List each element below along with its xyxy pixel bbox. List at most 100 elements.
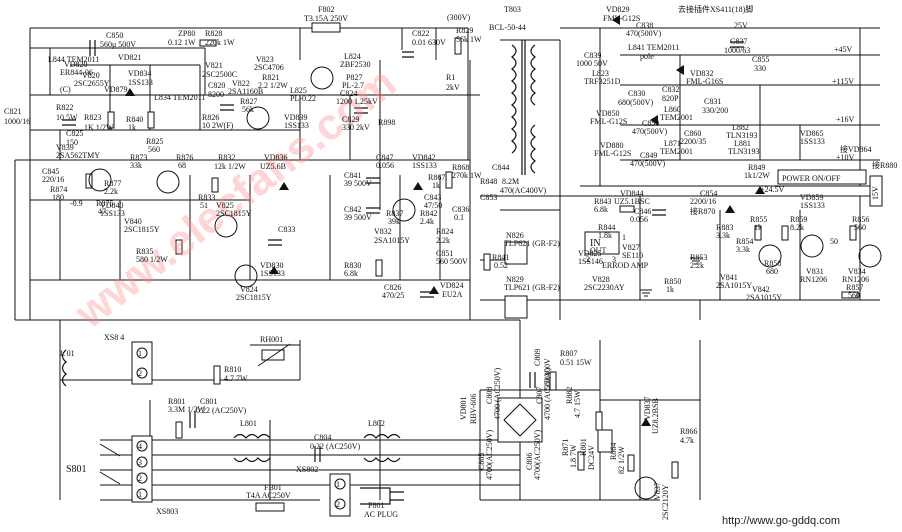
label-c841: C841 xyxy=(344,171,361,180)
label-r876: R876 xyxy=(176,153,193,162)
label-vd839-val: 1SS133 xyxy=(284,121,309,130)
label-c847-val: 0.056 xyxy=(376,161,394,170)
label-l881-val: TLN3193 xyxy=(728,147,760,156)
label-v824: V824 xyxy=(240,285,258,294)
label-c826: C826 xyxy=(384,283,401,292)
label-r825: R825 xyxy=(146,137,163,146)
label-c822: C822 xyxy=(412,29,429,38)
label-l824-val: ZBF2530 xyxy=(340,60,371,69)
label-l860: L860 xyxy=(664,105,681,114)
label-v820: V820 xyxy=(82,71,100,80)
label-r837: R837 xyxy=(386,209,403,218)
label-vd834: VD834 xyxy=(128,69,152,78)
label-ac-plug: AC PLUG xyxy=(364,510,398,519)
label-r849: R849 xyxy=(748,163,765,172)
label-c831-val: 330/200 xyxy=(702,106,728,115)
label-r875-val: 47 xyxy=(98,207,106,216)
label-l882: L882 xyxy=(732,123,749,132)
label-r867-val: 1k xyxy=(432,181,440,190)
label-f802-val: T3.15A 250V xyxy=(304,14,348,23)
label-c825-val: 150 xyxy=(66,138,78,147)
label-l825-val: PL-0.22 xyxy=(290,94,316,103)
label-v841: V841 xyxy=(720,273,738,282)
label-r873: R873 xyxy=(130,153,147,162)
label-x1: 1 xyxy=(138,349,142,358)
label-vd842-val: 1SS133 xyxy=(412,161,437,170)
label-vd836: VD836 xyxy=(264,153,288,162)
label-v825: V825 xyxy=(216,201,234,210)
label-c836-val: 0.1 xyxy=(454,213,464,222)
label-zp80: ZP80 xyxy=(178,29,195,38)
label-to-r870: 接R870 xyxy=(690,206,715,216)
label-k801: K801 xyxy=(579,438,588,456)
label-l860-val: TEM2001 xyxy=(660,113,693,122)
label-n826: N826 xyxy=(506,231,524,240)
label-c838-val: 470(500V) xyxy=(626,29,661,38)
label-r824-val: 2.2k xyxy=(436,236,450,245)
label-v821: V821 xyxy=(205,61,223,70)
label-pin2: 2 xyxy=(586,255,590,264)
label-c850: C850 xyxy=(106,31,123,40)
label-r882-val: 4.7 15W xyxy=(573,390,582,418)
label-pl27: PL-2.7 xyxy=(342,81,364,90)
label-c806: C806 xyxy=(525,453,534,470)
label-c-mark: (C) xyxy=(60,85,71,94)
label-vd865: VD865 xyxy=(800,129,824,138)
label-l881: L881 xyxy=(734,139,751,148)
label-v820-val: 2SC2655Y xyxy=(74,79,110,88)
transformer-t803 xyxy=(511,40,536,175)
label-vd834-val: 1SS133 xyxy=(128,78,153,87)
label-r830: R830 xyxy=(344,261,361,270)
label-r850-val: 1k xyxy=(666,285,674,294)
label-r801-val: 3.3M 1/2W xyxy=(168,405,205,414)
label-v839: V839 xyxy=(56,143,74,152)
label-r841: R841 xyxy=(492,253,509,262)
label-p16v: +16V xyxy=(836,115,855,124)
label-r833-val: 51 xyxy=(200,201,208,210)
label-ic-in: IN xyxy=(590,238,601,249)
label-vd840-val: 1SS133 xyxy=(100,209,125,218)
label-r850: R850 xyxy=(664,277,681,286)
label-ic-out: OUT xyxy=(590,246,607,255)
label-c841-val: 39 500V xyxy=(344,179,372,188)
label-p45v: +45V xyxy=(834,45,853,54)
label-c855-val: 330 xyxy=(754,64,766,73)
label-c809: C809 xyxy=(533,349,542,366)
label-r829-val: 56k 1W xyxy=(456,35,482,44)
label-l825: L825 xyxy=(290,86,307,95)
label-r840-val: 1k xyxy=(128,123,136,132)
label-x1b: 1 xyxy=(336,480,340,489)
label-v823: V823 xyxy=(256,55,274,64)
label-r856: R856 xyxy=(852,215,869,224)
label-vd844: VD844 xyxy=(620,189,644,198)
label-vd837-val: UZ8.2BSB xyxy=(651,398,660,434)
label-r849-val: 1k1/2W xyxy=(744,171,770,180)
label-c832: C832 xyxy=(662,85,679,94)
label-vd836-val: UZ5.6B xyxy=(260,162,286,171)
label-c826-val: 470/25 xyxy=(382,291,404,300)
label-vd832-val: FML-G16S xyxy=(686,77,723,86)
label-v837: V837 xyxy=(653,482,662,500)
label-c821: C821 xyxy=(4,107,21,116)
label-c854: C854 xyxy=(700,189,717,198)
label-c849-val: 470(500V) xyxy=(630,159,665,168)
label-vd830-val: 1SS133 xyxy=(260,269,285,278)
label-r841-val: 0.52 xyxy=(494,261,508,270)
wire-layer xyxy=(14,27,880,501)
label-c846-val: 0.056 xyxy=(630,215,648,224)
label-l834: L834 TEM2011 xyxy=(154,93,205,102)
label-c838: C838 xyxy=(636,21,653,30)
label-v831: V831 xyxy=(806,267,824,276)
label-c860: C860 xyxy=(684,129,701,138)
label-c806-val: 4700(AC250V) xyxy=(533,429,542,480)
label-r864: R864 xyxy=(609,443,618,460)
label-c837: C837 xyxy=(730,37,747,46)
label-vd880-val: FML-G12S xyxy=(594,149,631,158)
label-r840: R840 xyxy=(126,115,143,124)
source-url-text: http://www.go-gddq.com xyxy=(722,515,840,527)
label-c844: C844 xyxy=(492,163,509,172)
label-vd837: VD837 xyxy=(643,396,652,420)
label-p245v: +24.5V xyxy=(760,185,785,194)
label-r843-val: 6.8k xyxy=(594,205,608,214)
